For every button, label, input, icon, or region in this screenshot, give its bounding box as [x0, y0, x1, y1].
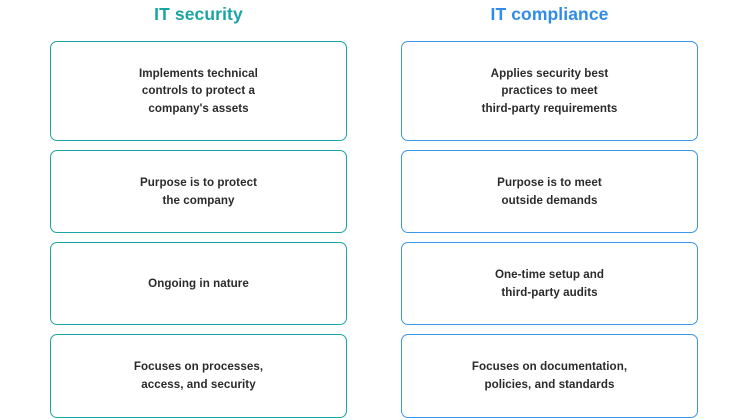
- card-compliance-1[interactable]: Applies security best practices to meet …: [401, 41, 698, 141]
- card-compliance-3[interactable]: One-time setup and third-party audits: [401, 242, 698, 325]
- card-compliance-4-text: Focuses on documentation, policies, and …: [471, 360, 628, 391]
- card-security-2-text: Purpose is to protect the company: [139, 175, 257, 207]
- column-title-it-compliance: IT compliance: [490, 4, 609, 24]
- card-list-it-compliance: Applies security best practices to meet …: [401, 41, 698, 420]
- card-security-3[interactable]: Ongoing in nature: [50, 242, 347, 325]
- column-it-compliance: IT compliance Applies security best prac…: [375, 0, 750, 420]
- column-title-it-security: IT security: [154, 4, 243, 24]
- card-security-2[interactable]: Purpose is to protect the company: [50, 150, 347, 233]
- column-it-security: IT security Implements technical control…: [50, 4, 347, 420]
- card-compliance-1-text: Applies security best practices to meet …: [481, 66, 618, 115]
- card-compliance-2-text: Purpose is to meet outside demands: [497, 175, 602, 207]
- card-compliance-4[interactable]: Focuses on documentation, policies, and …: [401, 334, 698, 418]
- card-security-4-text: Focuses on processes, access, and securi…: [133, 360, 264, 391]
- card-security-3-text: Ongoing in nature: [148, 276, 249, 290]
- card-list-it-security: Implements technical controls to protect…: [50, 41, 347, 420]
- card-security-1-text: Implements technical controls to protect…: [139, 66, 258, 115]
- card-compliance-2[interactable]: Purpose is to meet outside demands: [401, 150, 698, 233]
- card-compliance-3-text: One-time setup and third-party audits: [494, 267, 605, 299]
- card-security-4[interactable]: Focuses on processes, access, and securi…: [50, 334, 347, 418]
- card-security-1[interactable]: Implements technical controls to protect…: [50, 41, 347, 141]
